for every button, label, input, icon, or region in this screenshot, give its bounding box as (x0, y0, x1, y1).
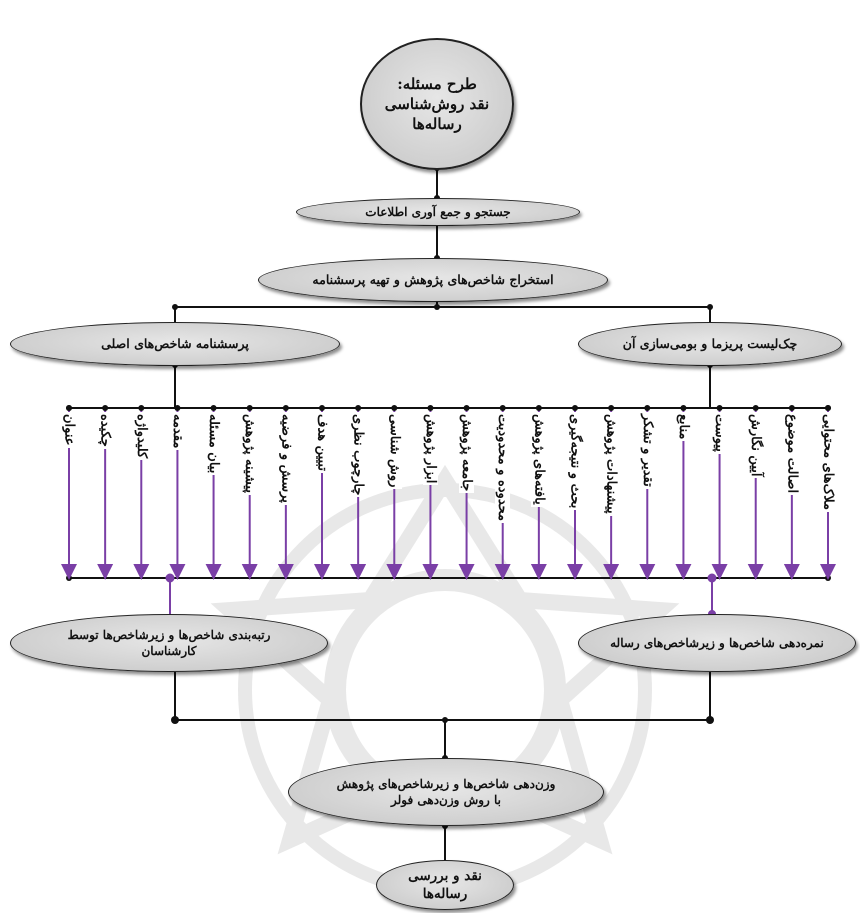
indicator-label: پرسش و فرضیه (278, 412, 294, 505)
indicator-junction-dot (427, 405, 434, 411)
search-node: جستجو و جمع آوری اطلاعات (296, 198, 580, 226)
connector-lines (69, 168, 828, 860)
indicator-label: تقدیر و تشکر (639, 412, 655, 489)
indicator-label-box: مقدمه (164, 412, 190, 576)
indicator-label: آیین نگارش (748, 412, 764, 479)
weighting-node: وزن‌دهی شاخص‌ها و زیرشاخص‌های پژوهش با ر… (288, 758, 604, 826)
indicator-junction-dot (355, 405, 362, 411)
indicator-junction-dot (174, 405, 181, 411)
indicator-label: پیشینه پژوهش (242, 412, 258, 495)
indicator-label-box: بیان مسئله (201, 412, 227, 576)
indicator-label-box: منابع (670, 412, 696, 576)
questionnaire-node: پرسشنامه شاخص‌های اصلی (10, 322, 340, 366)
indicator-label: یافته‌های پژوهش (531, 412, 547, 507)
indicator-junction-dot (246, 405, 253, 411)
indicator-junction-dot (391, 405, 398, 411)
indicator-junction-dot (66, 405, 72, 411)
indicator-label: چکیده (97, 412, 113, 449)
indicator-label-box: یافته‌های پژوهش (526, 412, 552, 576)
indicator-label: منابع (675, 412, 691, 442)
indicator-label: ابزار پژوهش (422, 412, 438, 486)
indicator-label-box: آیین نگارش (743, 412, 769, 576)
indicator-label: پیوست (712, 412, 728, 454)
indicator-label: مقدمه (169, 412, 185, 451)
indicator-junction-dot (644, 405, 651, 411)
indicator-label-box: تبیین هدف (309, 412, 335, 576)
indicator-junction-dot (680, 405, 687, 411)
indicator-label-box: کلیدواژه (128, 412, 154, 576)
indicator-junction-dot (716, 405, 723, 411)
indicator-label-box: بحث و نتیجه‌گیری (562, 412, 588, 576)
indicator-label: ملاک‌های محتوایی (820, 412, 836, 512)
indicator-junction-dot (825, 405, 831, 411)
indicator-label-box: پیشینه پژوهش (237, 412, 263, 576)
indicator-label-box: جامعه پژوهش (454, 412, 480, 576)
indicator-junction-dot (463, 405, 470, 411)
indicator-label-box: چارچوب نظری (345, 412, 371, 576)
indicator-junction-dot (210, 405, 217, 411)
indicator-label-box: ابزار پژوهش (417, 412, 443, 576)
scoring-node: نمره‌دهی شاخص‌ها و زیرشاخص‌های رساله (578, 614, 856, 672)
ranking-node: رتبه‌بندی شاخص‌ها و زیرشاخص‌ها توسط کارش… (10, 614, 328, 672)
indicator-label: عنوان (61, 412, 77, 448)
indicator-label-box: اصالت موضوع (779, 412, 805, 576)
indicator-label: جامعه پژوهش (459, 412, 475, 494)
indicator-label-box: پرسش و فرضیه (273, 412, 299, 576)
indicator-junction-dot (319, 405, 325, 411)
indicator-label-box: ملاک‌های محتوایی (815, 412, 841, 576)
checklist-node: چک‌لیست پریزما و بومی‌سازی آن (578, 322, 842, 366)
extract-node: استخراج شاخص‌های پژوهش و تهیه پرسشنامه (258, 258, 608, 302)
indicator-junction-dot (499, 405, 506, 411)
indicator-junction-dot (102, 405, 109, 411)
indicator-label: بیان مسئله (206, 412, 222, 476)
indicator-label: کلیدواژه (133, 412, 149, 461)
purple-links (165, 573, 717, 618)
indicator-label: پیشنهادات پژوهش (603, 412, 619, 516)
indicator-label-box: روش شناسی (381, 412, 407, 576)
indicator-label: بحث و نتیجه‌گیری (567, 412, 583, 511)
indicator-junction-dot (572, 405, 578, 411)
indicator-junction-dot (788, 405, 795, 411)
indicator-junction-dot (608, 405, 615, 411)
indicator-label: اصالت موضوع (784, 412, 800, 496)
indicator-junction-dot (752, 405, 759, 411)
indicator-label-box: چکیده (92, 412, 118, 576)
indicator-label-box: محدوده و محدودیت (490, 412, 516, 576)
indicator-junction-dot (282, 405, 289, 411)
indicator-junction-dot (535, 405, 542, 411)
indicator-label-box: پیوست (707, 412, 733, 576)
indicator-label-box: پیشنهادات پژوهش (598, 412, 624, 576)
indicator-label: محدوده و محدودیت (495, 412, 511, 524)
problem-statement-node: طرح مسئله: نقد روش‌شناسی رساله‌ها (360, 38, 514, 170)
indicator-label-box: عنوان (56, 412, 82, 576)
indicator-label: روش شناسی (386, 412, 402, 490)
indicator-label: تبیین هدف (314, 412, 330, 473)
final-review-node: نقد و بررسی رساله‌ها (376, 860, 514, 910)
indicator-label-box: تقدیر و تشکر (634, 412, 660, 576)
indicator-junction-dot (138, 405, 145, 411)
indicator-label: چارچوب نظری (350, 412, 366, 498)
